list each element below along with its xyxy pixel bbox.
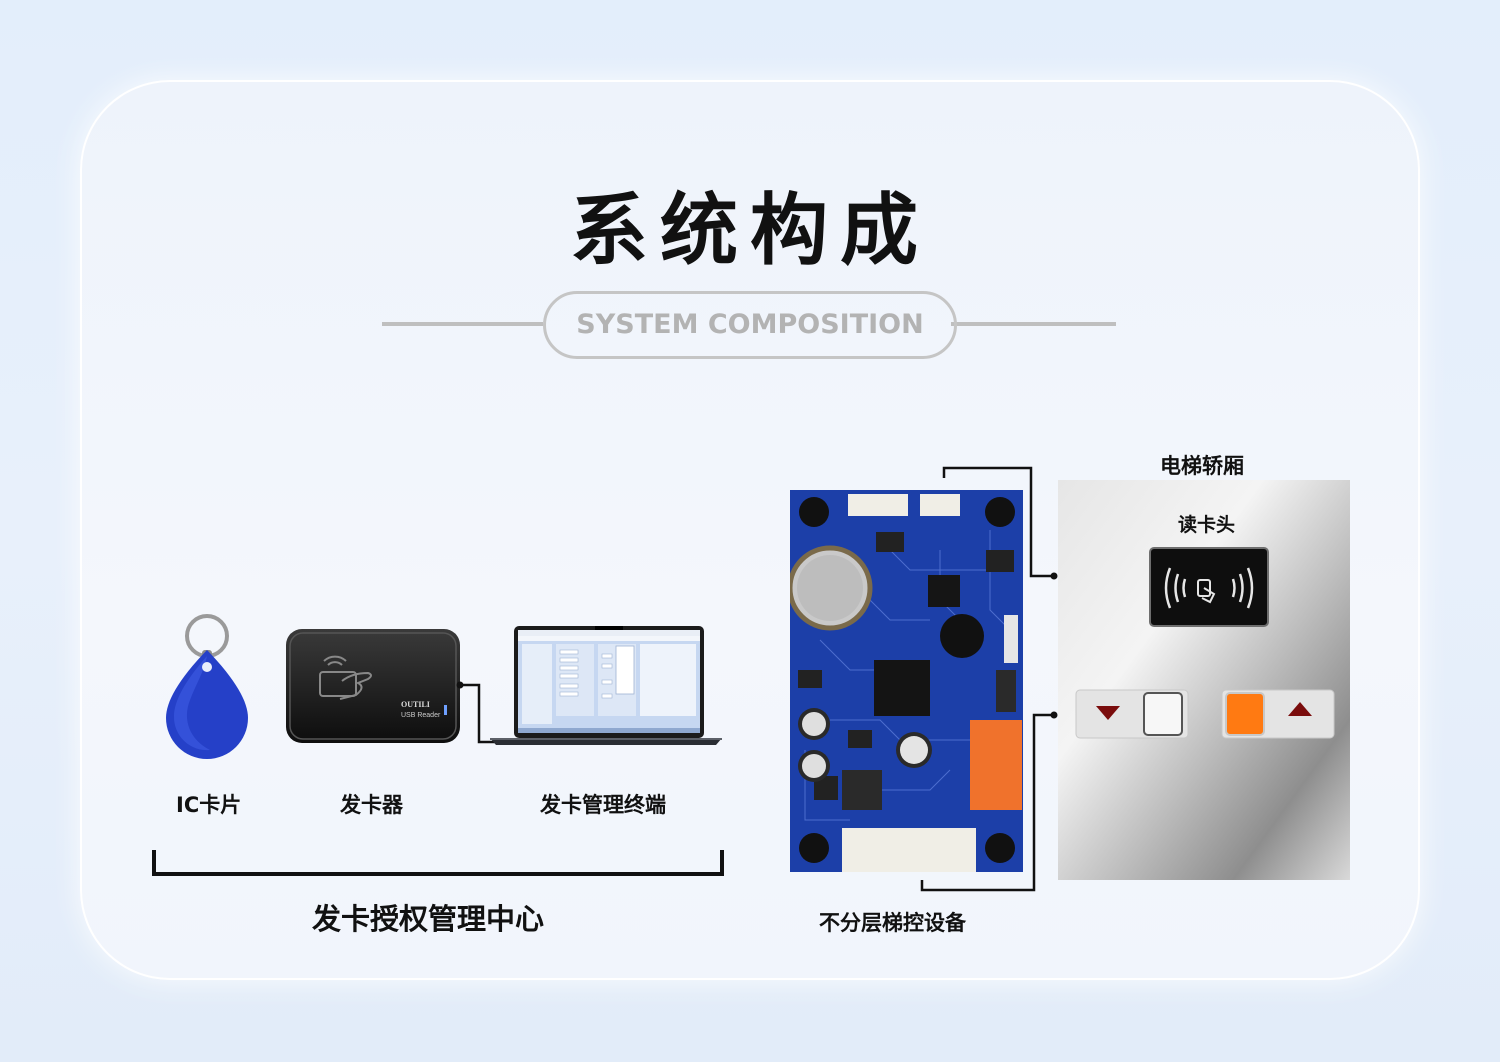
elevator-car-panel-image bbox=[1058, 480, 1350, 880]
controller-panel-connector bbox=[920, 466, 1058, 892]
subtitle-rule-left bbox=[382, 322, 543, 326]
elevator-car-label: 电梯轿厢 bbox=[1160, 454, 1244, 478]
ic-card-label: IC卡片 bbox=[176, 793, 242, 817]
controller-label: 不分层梯控设备 bbox=[819, 911, 966, 935]
ic-card-keyfob-image bbox=[166, 614, 248, 759]
card-issuer-brand: OUTILI bbox=[401, 700, 430, 709]
page-title: 系统构成 bbox=[569, 186, 930, 276]
subtitle-rule-right bbox=[951, 322, 1116, 326]
card-issuer-image: OUTILI USB Reader bbox=[286, 629, 460, 743]
management-terminal-label: 发卡管理终端 bbox=[540, 793, 666, 817]
elevator-controller-pcb-image bbox=[790, 490, 1023, 872]
issue-center-bracket bbox=[152, 850, 724, 876]
card-issuer-model: USB Reader bbox=[401, 712, 441, 719]
card-issuer-label: 发卡器 bbox=[340, 793, 403, 817]
card-reader-label: 读卡头 bbox=[1178, 514, 1236, 536]
management-terminal-laptop-image bbox=[490, 626, 722, 745]
issue-center-label: 发卡授权管理中心 bbox=[312, 902, 545, 936]
subtitle-pill: SYSTEM COMPOSITION bbox=[543, 291, 957, 359]
